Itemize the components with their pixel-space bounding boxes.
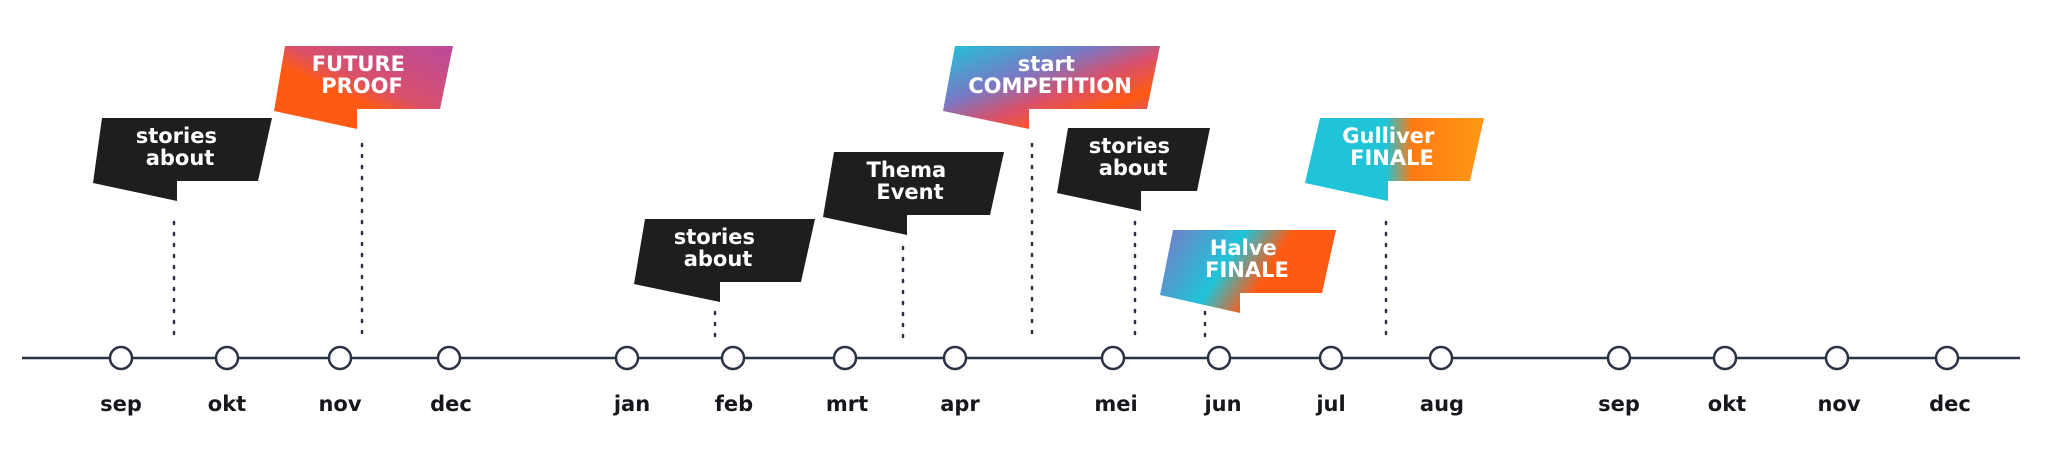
month-node-nov-1: [327, 345, 353, 371]
event-flag-thema-event: Thema Event: [823, 152, 1004, 235]
flag-shape-future-proof: [274, 46, 453, 129]
month-label-jun: jun: [1203, 392, 1241, 416]
month-label-mrt: mrt: [826, 392, 868, 416]
flag-line-halve-finale-1: Halve: [1210, 236, 1277, 260]
month-node-okt-2: [1712, 345, 1738, 371]
flag-line-stories-about-3-2: about: [1099, 156, 1168, 180]
flag-shape-gulliver-finale: [1305, 118, 1484, 201]
event-flag-future-proof: FUTURE PROOF: [274, 46, 453, 129]
month-labels: sep okt nov dec jan feb mrt apr mei jun …: [100, 392, 1971, 416]
month-node-okt-1: [214, 345, 240, 371]
month-node-sep-2: [1606, 345, 1632, 371]
month-node-apr: [942, 345, 968, 371]
month-node-jan: [614, 345, 640, 371]
month-label-mei: mei: [1094, 392, 1137, 416]
month-nodes: [108, 345, 1960, 371]
flag-line-halve-finale-2: FINALE: [1205, 258, 1289, 282]
event-flag-stories-about-3: stories about: [1057, 128, 1210, 211]
flag-line-thema-event-2: Event: [876, 180, 943, 204]
month-label-dec-2: dec: [1929, 392, 1971, 416]
month-node-feb: [720, 345, 746, 371]
flag-text-gulliver-finale: Gulliver FINALE: [1342, 124, 1441, 170]
month-label-sep-1: sep: [100, 392, 142, 416]
flag-text-stories-about-2: stories about: [674, 225, 763, 271]
month-label-jul: jul: [1315, 392, 1345, 416]
flag-text-stories-about-1: stories about: [136, 124, 225, 170]
month-label-nov-1: nov: [318, 392, 361, 416]
flag-text-thema-event: Thema Event: [867, 158, 954, 204]
event-flag-stories-about-1: stories about: [93, 118, 272, 201]
month-node-dec-1: [436, 345, 462, 371]
month-label-sep-2: sep: [1598, 392, 1640, 416]
flag-shape-stories-about-3: [1057, 128, 1210, 211]
month-node-aug: [1428, 345, 1454, 371]
flag-line-stories-about-2-2: about: [684, 247, 753, 271]
flag-line-start-competition-1: start: [1018, 52, 1075, 76]
month-node-jun: [1206, 345, 1232, 371]
month-label-apr: apr: [940, 392, 980, 416]
flag-line-start-competition-2: COMPETITION: [968, 74, 1132, 98]
flag-text-halve-finale: Halve FINALE: [1205, 236, 1289, 282]
flag-shape-stories-about-2: [634, 219, 815, 302]
month-label-nov-2: nov: [1817, 392, 1860, 416]
flag-shape-start-competition: [943, 46, 1160, 129]
flag-line-stories-about-1-1: stories: [136, 124, 217, 148]
month-label-jan: jan: [613, 392, 650, 416]
flag-text-stories-about-3: stories about: [1089, 134, 1178, 180]
flag-line-future-proof-1: FUTURE: [312, 52, 405, 76]
flag-line-thema-event-1: Thema: [867, 158, 947, 182]
flag-text-future-proof: FUTURE PROOF: [312, 52, 413, 98]
month-label-okt-2: okt: [1708, 392, 1746, 416]
month-node-jul: [1318, 345, 1344, 371]
flag-line-stories-about-2-1: stories: [674, 225, 755, 249]
connectors: [172, 142, 1388, 342]
month-node-sep-1: [108, 345, 134, 371]
flag-line-gulliver-finale-2: FINALE: [1350, 146, 1434, 170]
month-label-aug: aug: [1420, 392, 1464, 416]
event-flag-halve-finale: Halve FINALE: [1160, 230, 1336, 313]
flag-text-start-competition: start COMPETITION: [968, 52, 1132, 98]
month-label-feb: feb: [715, 392, 753, 416]
flag-shape-halve-finale: [1160, 230, 1336, 313]
event-flag-gulliver-finale: Gulliver FINALE: [1305, 118, 1484, 201]
flag-line-stories-about-3-1: stories: [1089, 134, 1170, 158]
flag-line-gulliver-finale-1: Gulliver: [1342, 124, 1435, 148]
flag-line-future-proof-2: PROOF: [321, 74, 403, 98]
month-node-dec-2: [1934, 345, 1960, 371]
month-node-mei: [1100, 345, 1126, 371]
flag-line-stories-about-1-2: about: [146, 146, 215, 170]
month-label-okt-1: okt: [208, 392, 246, 416]
event-flag-start-competition: start COMPETITION: [943, 46, 1160, 129]
month-node-mrt: [832, 345, 858, 371]
event-flag-stories-about-2: stories about: [634, 219, 815, 302]
flag-shape-thema-event: [823, 152, 1004, 235]
month-node-nov-2: [1824, 345, 1850, 371]
month-label-dec-1: dec: [430, 392, 472, 416]
flag-shape-stories-about-1: [93, 118, 272, 201]
